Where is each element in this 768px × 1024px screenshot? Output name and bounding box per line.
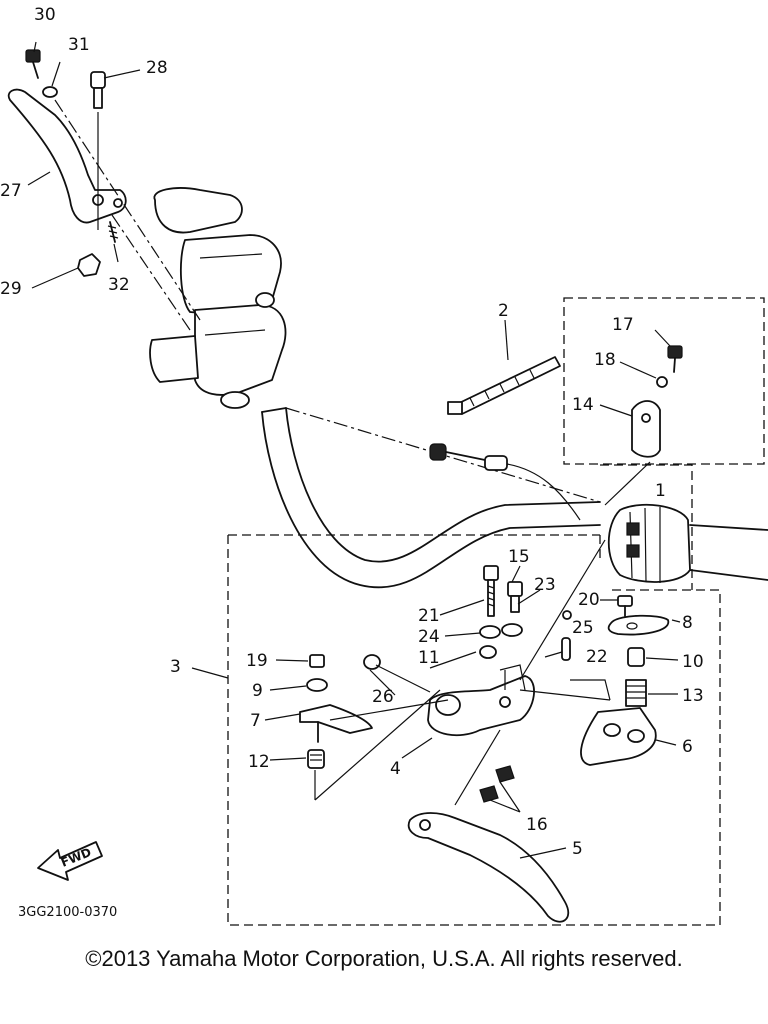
parts-28-32 <box>25 49 119 277</box>
leader-lines <box>27 41 681 859</box>
callout-16: 16 <box>526 815 548 835</box>
callout-23: 23 <box>534 575 556 595</box>
part-1-handlebar-switch <box>607 503 691 583</box>
callout-12: 12 <box>248 752 270 772</box>
fwd-direction-arrow: FWD <box>37 841 103 881</box>
callout-31: 31 <box>68 35 90 55</box>
callout-28: 28 <box>146 58 168 78</box>
parts-lever-assembly <box>299 539 669 923</box>
callout-22: 22 <box>586 647 608 667</box>
callout-9: 9 <box>252 681 263 701</box>
master-cylinder <box>149 187 287 409</box>
callout-21: 21 <box>418 606 440 626</box>
callout-13: 13 <box>682 686 704 706</box>
part-2-cable-band <box>447 356 561 415</box>
callout-4: 4 <box>390 759 401 779</box>
callout-2: 2 <box>498 301 509 321</box>
callout-6: 6 <box>682 737 693 757</box>
callout-18: 18 <box>594 350 616 370</box>
callout-5: 5 <box>572 839 583 859</box>
callout-29: 29 <box>0 279 22 299</box>
callout-14: 14 <box>572 395 594 415</box>
drawing-code: 3GG2100-0370 <box>18 905 117 920</box>
callout-8: 8 <box>682 613 693 633</box>
callout-1: 1 <box>655 481 666 501</box>
callout-7: 7 <box>250 711 261 731</box>
inset-box-switch-link <box>600 464 693 590</box>
callout-20: 20 <box>578 590 600 610</box>
wire-connector <box>429 443 581 521</box>
callout-24: 24 <box>418 627 440 647</box>
callout-3: 3 <box>170 657 181 677</box>
inset-box-switch-parts <box>563 297 765 465</box>
copyright-notice: ©2013 Yamaha Motor Corporation, U.S.A. A… <box>85 946 683 971</box>
callout-10: 10 <box>682 652 704 672</box>
callout-25: 25 <box>572 618 594 638</box>
callout-17: 17 <box>612 315 634 335</box>
parts-14-17-18 <box>631 345 683 458</box>
callout-numbers: 30 31 28 27 29 32 2 17 18 14 1 15 23 21 … <box>0 5 704 859</box>
callout-27: 27 <box>0 181 22 201</box>
inset-box-lever-assembly <box>227 534 721 926</box>
callout-30: 30 <box>34 5 56 25</box>
callout-32: 32 <box>108 275 130 295</box>
callout-19: 19 <box>246 651 268 671</box>
callout-15: 15 <box>508 547 530 567</box>
callout-11: 11 <box>418 648 440 668</box>
callout-26: 26 <box>372 687 394 707</box>
